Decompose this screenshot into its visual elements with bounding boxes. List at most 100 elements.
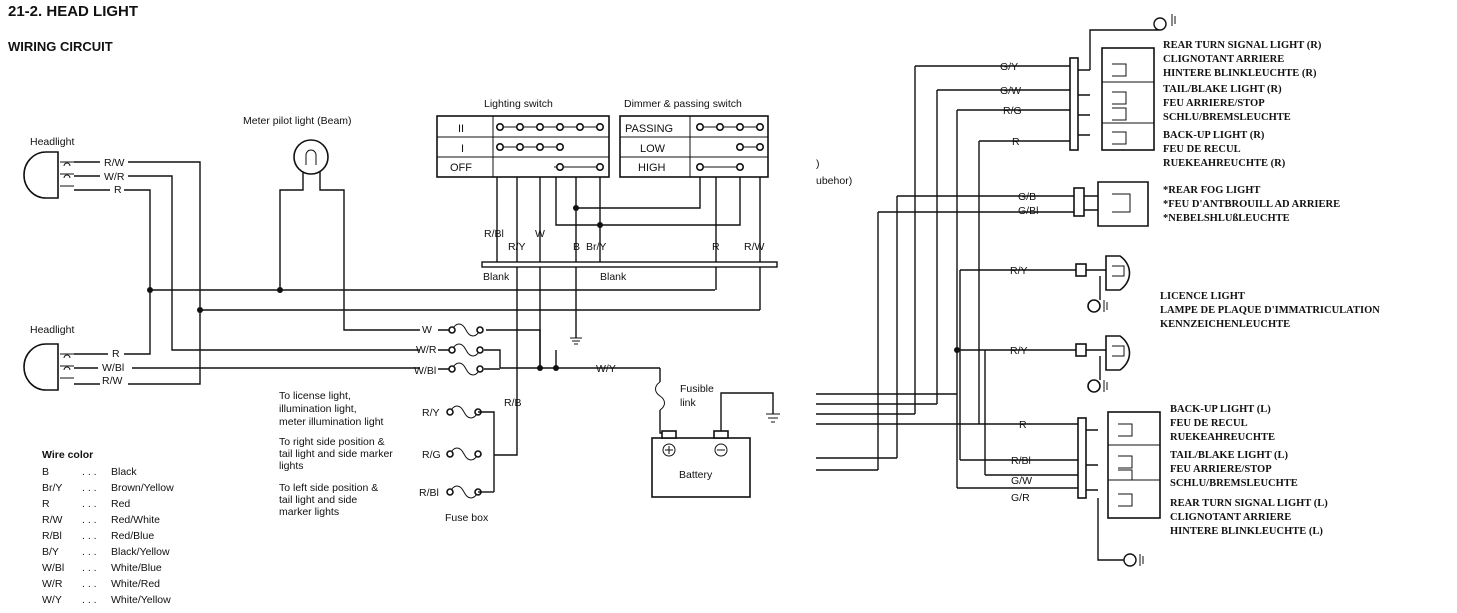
wire-label-rw-lower: R/W [102,375,123,387]
wire-label-gw: G/W [1000,85,1021,97]
text-line: HINTERE BLINKLEUCHTE (L) [1170,526,1323,537]
wire-color-code: Br/Y [42,482,62,494]
fuse-out-wire-ry: R/Y [422,407,440,419]
wire-color-code: R/Bl [42,530,62,542]
fuse-out-wire-rg: R/G [422,449,441,461]
fuse-row-lower [446,405,495,499]
headlight-wiring [74,161,420,385]
licence-light-label: LICENCE LIGHT LAMPE DE PLAQUE D'IMMATRICU… [1160,291,1380,330]
page-subtitle: WIRING CIRCUIT [8,39,113,54]
fragment-ubehor: ubehor) [816,175,852,187]
wire-color-name: Red/White [111,514,160,526]
text-line: CLIGNOTANT ARRIERE [1163,54,1284,65]
fuse-wire-label-wr: W/R [416,344,437,356]
rear-harness [816,66,986,475]
text-line: RUEKEAHREUCHTE [1170,432,1275,443]
text-line: FEU ARRIERE/STOP [1170,464,1272,475]
wire-label-rw-switch: R/W [744,241,765,253]
text-line: FEU ARRIERE/STOP [1163,98,1265,109]
text-line: To license light, [279,390,351,402]
text-line: BACK-UP LIGHT (L) [1170,404,1271,415]
text-line: marker lights [279,506,339,518]
wire-color-name: Red/Blue [111,530,154,542]
fuse-wire-label-w: W [422,324,432,336]
wire-label-gw-bottom: G/W [1011,475,1032,487]
battery-icon [651,392,780,498]
text-line: meter illumination light [279,416,384,428]
lighting-switch-contacts [495,123,604,172]
ground-icon [570,337,582,345]
backup-l-label: BACK-UP LIGHT (L) FEU DE RECUL RUEKEAHREUC… [1170,404,1275,443]
wire-label-r-lower: R [112,348,120,360]
text-line: To right side position & [279,436,385,448]
switch-to-fuse-wires [494,267,761,456]
wire-color-name: Black/Yellow [111,546,170,558]
wire-label-rw-upper: R/W [104,157,125,169]
wire-label-wr-upper: W/R [104,171,125,183]
licence-light-icons [957,255,1131,393]
text-line: SCHLU/BREMSLEUCHTE [1170,478,1298,489]
wire-color-code: W/Bl [42,562,64,574]
wire-color-code: B/Y [42,546,59,558]
text-line: TAIL/BLAKE LIGHT (L) [1170,450,1289,461]
battery-label: Battery [679,469,713,481]
wire-label-r-top: R [1012,136,1020,148]
blank-label-right: Blank [600,271,627,283]
note-right-side: To right side position &tail light and s… [279,436,393,472]
text-line: LAMPE DE PLAQUE D'IMMATRICULATION [1160,305,1380,316]
wire-color-dots: . . . [82,498,97,510]
wire-label-w-switch: W [535,228,545,240]
fuse-row-upper [438,323,541,376]
text-line: link [680,397,697,409]
text-line: *REAR FOG LIGHT [1163,185,1260,196]
text-line: CLIGNOTANT ARRIERE [1170,512,1291,523]
wire-label-gr-bottom: G/R [1011,492,1030,504]
wire-color-name: White/Yellow [111,594,171,606]
wire-label-ry-2: R/Y [1010,345,1028,357]
dimmer-row-low: LOW [640,143,666,155]
rear-left-connector [956,394,1161,567]
text-line: KENNZEICHENLEUCHTE [1160,319,1290,330]
wire-label-gbl: G/Bl [1018,205,1038,217]
text-line: FEU DE RECUL [1170,418,1248,429]
rear-fog-light-icon [878,181,1149,227]
wire-color-dots: . . . [82,546,97,558]
wire-color-title: Wire color [42,449,93,461]
wire-color-name: Red [111,498,130,510]
wire-color-name: White/Red [111,578,160,590]
text-line: *FEU D'ANTBROUILL AD ARRIERE [1163,199,1340,210]
blank-label-left: Blank [483,271,510,283]
fuse-wire-label-wbl: W/Bl [414,365,436,377]
wire-label-gb: G/B [1018,191,1036,203]
wire-color-name: White/Blue [111,562,162,574]
dimmer-row-high: HIGH [638,162,666,174]
wire-label-rb: R/B [504,397,522,409]
note-left-side: To left side position &tail light and si… [279,482,378,518]
text-line: FEU DE RECUL [1163,144,1241,155]
wire-color-dots: . . . [82,482,97,494]
meter-pilot-bulb-icon [279,139,420,331]
text-line: REAR TURN SIGNAL LIGHT (L) [1170,498,1328,509]
text-line: LICENCE LIGHT [1160,291,1245,302]
wire-color-dots: . . . [82,530,97,542]
note-license-light: To license light,illumination light,mete… [279,390,384,428]
dimmer-switch-contacts [695,123,764,172]
dimmer-switch-label: Dimmer & passing switch [624,98,742,110]
lighting-switch-label: Lighting switch [484,98,553,110]
wire-color-code: B [42,466,49,478]
wire-color-code: W/Y [42,594,62,606]
text-line: Fusible [680,383,714,395]
lighting-row-i: I [461,143,464,155]
wire-label-r-bottom: R [1019,419,1027,431]
wire-label-rbl-switch: R/Bl [484,228,504,240]
text-line: TAIL/BLAKE LIGHT (R) [1163,84,1282,95]
wire-label-r-upper: R [114,184,122,196]
text-line: HINTERE BLINKLEUCHTE (R) [1163,68,1317,79]
headlight-lower-icon [23,343,74,391]
wire-label-bry-switch: Br/Y [586,241,606,253]
rear-fog-label: *REAR FOG LIGHT *FEU D'ANTBROUILL AD ARRI… [1163,185,1340,224]
